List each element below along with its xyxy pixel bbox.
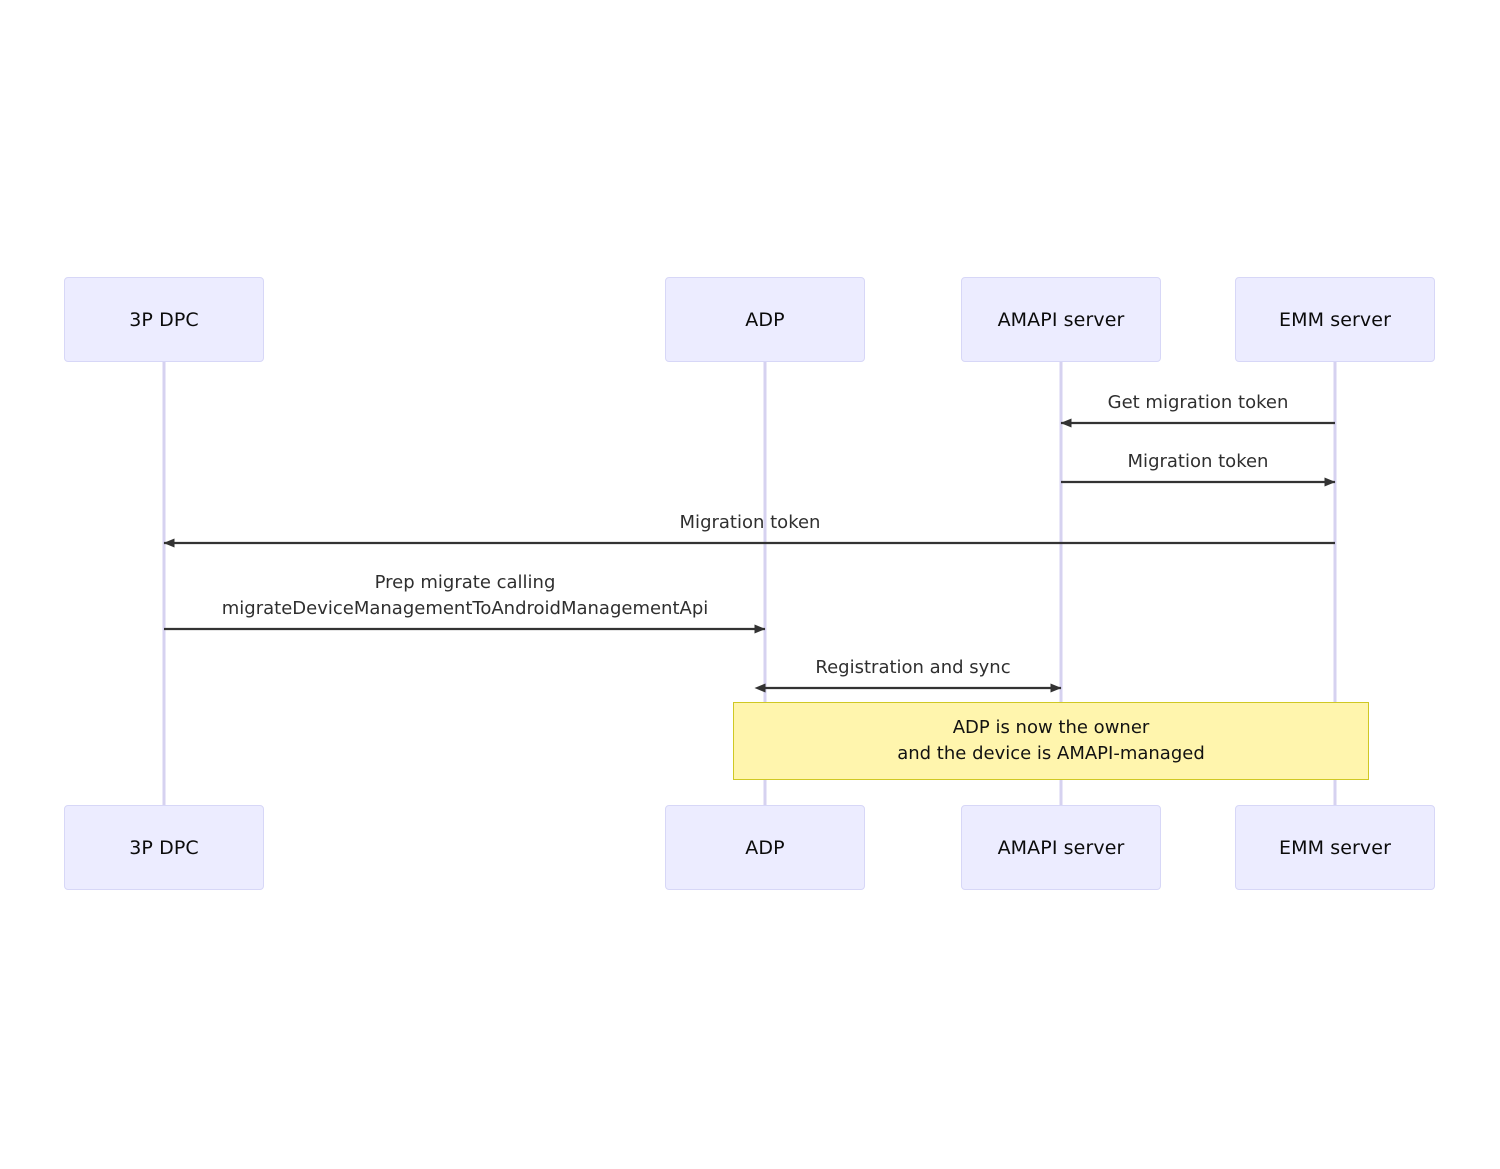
note-adp-owner-note: ADP is now the owner and the device is AM… <box>733 702 1369 780</box>
message-label-get-migration-token: Get migration token <box>1108 390 1289 416</box>
participant-box-adp-top[interactable]: ADP <box>665 277 865 362</box>
message-label-line: Get migration token <box>1107 392 1289 413</box>
participant-box-adp-bottom[interactable]: ADP <box>665 805 865 890</box>
message-label-line: Migration token <box>679 512 821 533</box>
message-label-line: Registration and sync <box>815 657 1011 678</box>
participant-label-amapi: AMAPI server <box>997 308 1125 331</box>
participant-label-adp: ADP <box>745 308 785 331</box>
participant-box-dpc-top[interactable]: 3P DPC <box>64 277 264 362</box>
note-text-line: ADP is now the owner <box>952 717 1150 738</box>
message-label-migration-token-to-dpc: Migration token <box>680 510 821 536</box>
participant-label-emm: EMM server <box>1279 308 1391 331</box>
participant-box-amapi-bottom[interactable]: AMAPI server <box>961 805 1161 890</box>
participant-label-dpc: 3P DPC <box>129 308 199 331</box>
participant-box-dpc-bottom[interactable]: 3P DPC <box>64 805 264 890</box>
participant-label-dpc: 3P DPC <box>129 836 199 859</box>
participant-label-emm: EMM server <box>1279 836 1391 859</box>
message-label-registration-and-sync: Registration and sync <box>815 655 1010 681</box>
message-label-prep-migrate: Prep migrate calling migrateDeviceManagem… <box>222 570 709 622</box>
participant-box-emm-top[interactable]: EMM server <box>1235 277 1435 362</box>
note-text-line: and the device is AMAPI-managed <box>897 743 1205 764</box>
participant-box-emm-bottom[interactable]: EMM server <box>1235 805 1435 890</box>
message-label-migration-token-to-emm: Migration token <box>1128 449 1269 475</box>
arrows-group <box>163 418 1336 693</box>
message-label-line: migrateDeviceManagementToAndroidManageme… <box>221 598 709 619</box>
participant-label-amapi: AMAPI server <box>997 836 1125 859</box>
message-label-line: Migration token <box>1127 451 1269 472</box>
message-label-line: Prep migrate calling <box>374 572 556 593</box>
participant-label-adp: ADP <box>745 836 785 859</box>
participant-box-amapi-top[interactable]: AMAPI server <box>961 277 1161 362</box>
